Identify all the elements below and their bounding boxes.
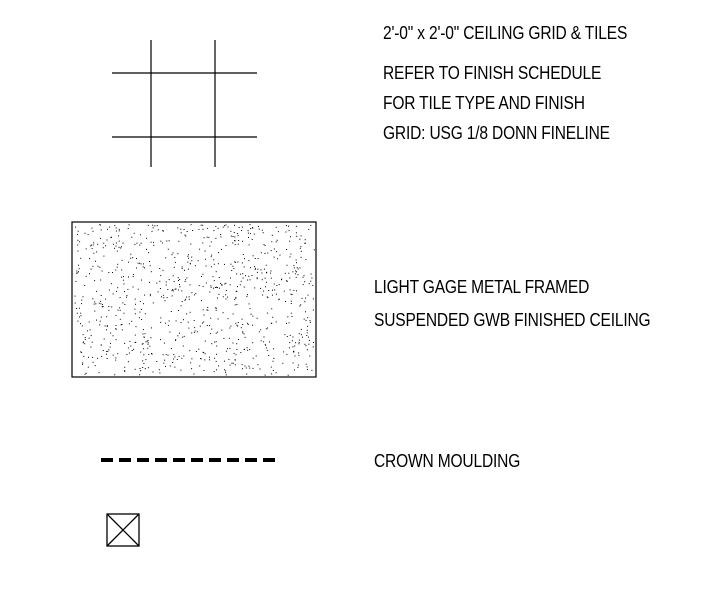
grid-tiles-note-line3: GRID: USG 1/8 DONN FINELINE — [383, 122, 610, 143]
grid-tiles-title: 2'-0" x 2'-0" CEILING GRID & TILES — [383, 22, 628, 43]
gwb-ceiling-line2: SUSPENDED GWB FINISHED CEILING — [374, 309, 651, 330]
grid-tiles-note-line1: REFER TO FINISH SCHEDULE — [383, 62, 602, 83]
boxed-x-icon — [106, 513, 140, 547]
crown-moulding-label: CROWN MOULDING — [374, 450, 521, 471]
ceiling-grid-icon — [112, 40, 257, 167]
gwb-ceiling-hatch-icon — [71, 221, 317, 378]
grid-tiles-note-line2: FOR TILE TYPE AND FINISH — [383, 92, 585, 113]
gwb-ceiling-line1: LIGHT GAGE METAL FRAMED — [374, 276, 590, 297]
